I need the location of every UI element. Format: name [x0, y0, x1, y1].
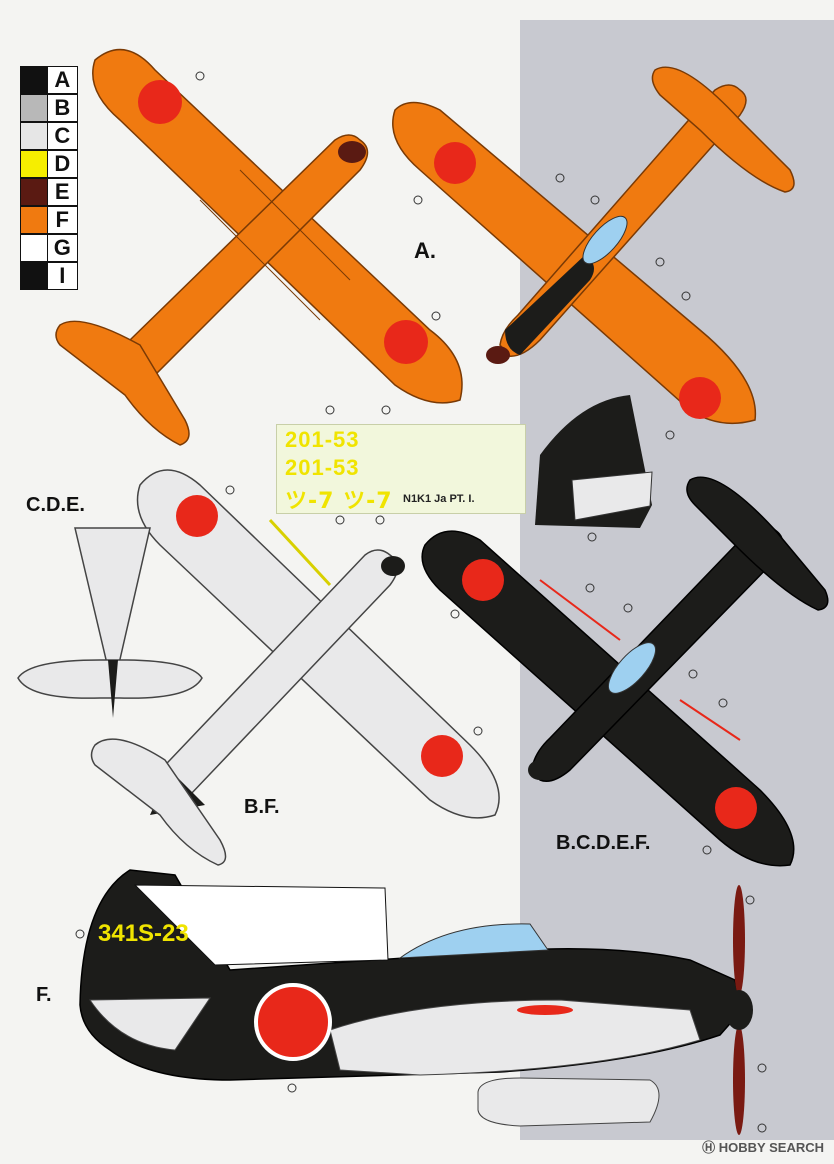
frontal-view: [17, 527, 203, 718]
legend-swatch: [20, 234, 48, 262]
hobby-search-watermark: Ⓗ HOBBY SEARCH: [702, 1137, 824, 1156]
propeller-blade: [733, 1025, 745, 1135]
decal-caption: N1K1 Ja PT. I.: [403, 493, 475, 505]
legend-letter: E: [47, 178, 78, 206]
canopy: [608, 642, 656, 694]
legend-swatch: [20, 122, 48, 150]
tail-code: 341S-23: [98, 920, 189, 947]
legend-row: D: [20, 150, 78, 178]
legend-row: C: [20, 122, 78, 150]
variant-label-cde: C.D.E.: [26, 494, 85, 516]
tail-fin-detail: [535, 395, 653, 528]
hinomaru-roundel: [679, 377, 721, 419]
legend-letter: G: [47, 234, 78, 262]
hinomaru-roundel: [434, 142, 476, 184]
propeller-blade: [733, 885, 745, 995]
legend-row: G: [20, 234, 78, 262]
callout-markers: [75, 71, 767, 1133]
legend-letter: A: [47, 66, 78, 94]
decal-number-1: 201-53: [285, 427, 360, 452]
legend-row: F: [20, 206, 78, 234]
hinomaru-roundel: [138, 80, 182, 124]
hinomaru-roundel: [715, 787, 757, 829]
legend-swatch: [20, 94, 48, 122]
legend-row: I: [20, 262, 78, 290]
legend-swatch: [20, 150, 48, 178]
legend-swatch: [20, 66, 48, 94]
hinomaru-roundel: [384, 320, 428, 364]
decal-katakana: ツ-7 ツ-7: [285, 489, 393, 514]
side-profile: [79, 869, 753, 1135]
legend-swatch: [20, 178, 48, 206]
legend-row: A: [20, 66, 78, 94]
legend-swatch: [20, 206, 48, 234]
legend-letter: F: [47, 206, 78, 234]
hinomaru-roundel: [421, 735, 463, 777]
orange-plane-underside: [55, 48, 463, 446]
decal-sheet: 201-53 201-53 ツ-7 ツ-7 N1K1 Ja PT. I.: [276, 424, 526, 514]
hinomaru-roundel: [254, 983, 332, 1061]
decal-number-2: 201-53: [285, 455, 360, 480]
legend-letter: B: [47, 94, 78, 122]
canopy: [582, 215, 628, 265]
grey-plane-underside: [90, 469, 500, 866]
variant-label-a: A.: [414, 238, 436, 263]
legend-row: E: [20, 178, 78, 206]
legend-letter: C: [47, 122, 78, 150]
hinomaru-roundel: [462, 559, 504, 601]
black-plane-top: [421, 476, 829, 867]
watermark-text: HOBBY SEARCH: [718, 1140, 824, 1155]
orange-plane-top: [392, 66, 795, 425]
legend-swatch: [20, 262, 48, 290]
legend-row: B: [20, 94, 78, 122]
legend-letter: I: [47, 262, 78, 290]
legend-letter: D: [47, 150, 78, 178]
variant-label-f: F.: [36, 984, 52, 1006]
variant-label-bcdef: B.C.D.E.F.: [556, 832, 651, 854]
watermark-icon: Ⓗ: [702, 1140, 716, 1155]
variant-label-bf: B.F.: [244, 796, 280, 818]
hinomaru-roundel: [176, 495, 218, 537]
